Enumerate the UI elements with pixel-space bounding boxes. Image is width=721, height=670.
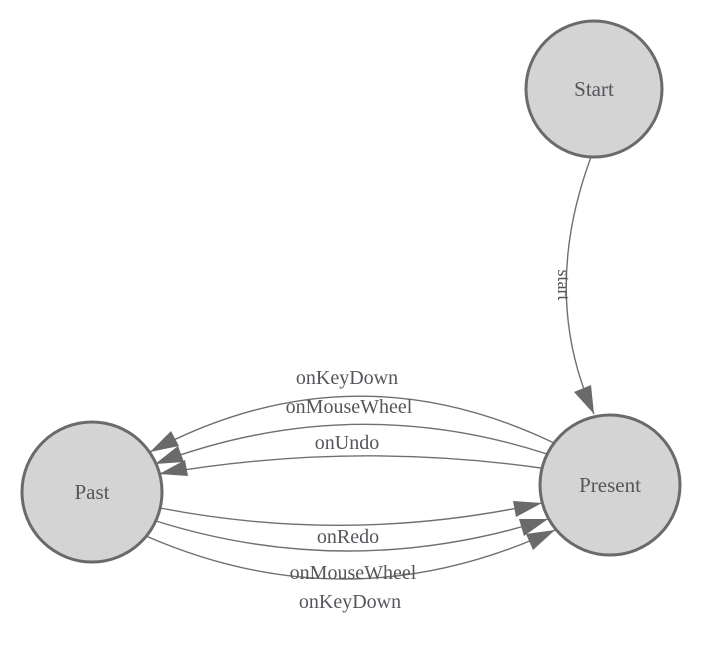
edge-past-to-present-redo — [159, 502, 543, 527]
node-label-start: Start — [574, 77, 614, 101]
edge-label-onkeydown-top: onKeyDown — [296, 367, 398, 389]
edge-past-to-present-keydown — [145, 529, 556, 580]
edge-start-to-present — [565, 156, 595, 415]
arrowhead-present-to-past-mousewheel — [155, 446, 184, 464]
edge-label-onredo: onRedo — [317, 526, 379, 548]
edge-label-onmousewheel-bottom: onMouseWheel — [290, 562, 417, 584]
arrowhead-start-to-present — [574, 385, 594, 414]
edge-label-start: start — [554, 270, 574, 301]
node-label-past: Past — [74, 480, 109, 504]
edge-present-to-past-mousewheel — [154, 423, 548, 465]
arrowhead-present-to-past-keydown — [150, 431, 179, 452]
edge-present-to-past-undo — [158, 455, 542, 475]
node-group: Start Present Past — [20, 19, 682, 564]
arrowhead-group — [150, 385, 594, 550]
arrowhead-past-to-present-mousewheel — [519, 519, 548, 536]
arrowhead-past-to-present-keydown — [526, 530, 555, 550]
edge-label-onmousewheel-top: onMouseWheel — [286, 396, 413, 418]
edge-present-to-past-keydown — [149, 395, 555, 453]
edge-label-onkeydown-bottom: onKeyDown — [299, 591, 401, 613]
node-circle-present — [538, 413, 682, 557]
arrowhead-past-to-present-redo — [513, 501, 542, 517]
edge-past-to-present-mousewheel — [155, 518, 549, 552]
edge-label-onundo: onUndo — [315, 432, 379, 454]
edge-group — [145, 156, 595, 580]
node-circle-start — [524, 19, 664, 159]
arrowhead-present-to-past-undo — [159, 460, 188, 476]
edge-label-group: start onKeyDown onMouseWheel onUndo onRe… — [286, 270, 574, 614]
node-circle-past — [20, 420, 164, 564]
node-label-present: Present — [579, 473, 641, 497]
